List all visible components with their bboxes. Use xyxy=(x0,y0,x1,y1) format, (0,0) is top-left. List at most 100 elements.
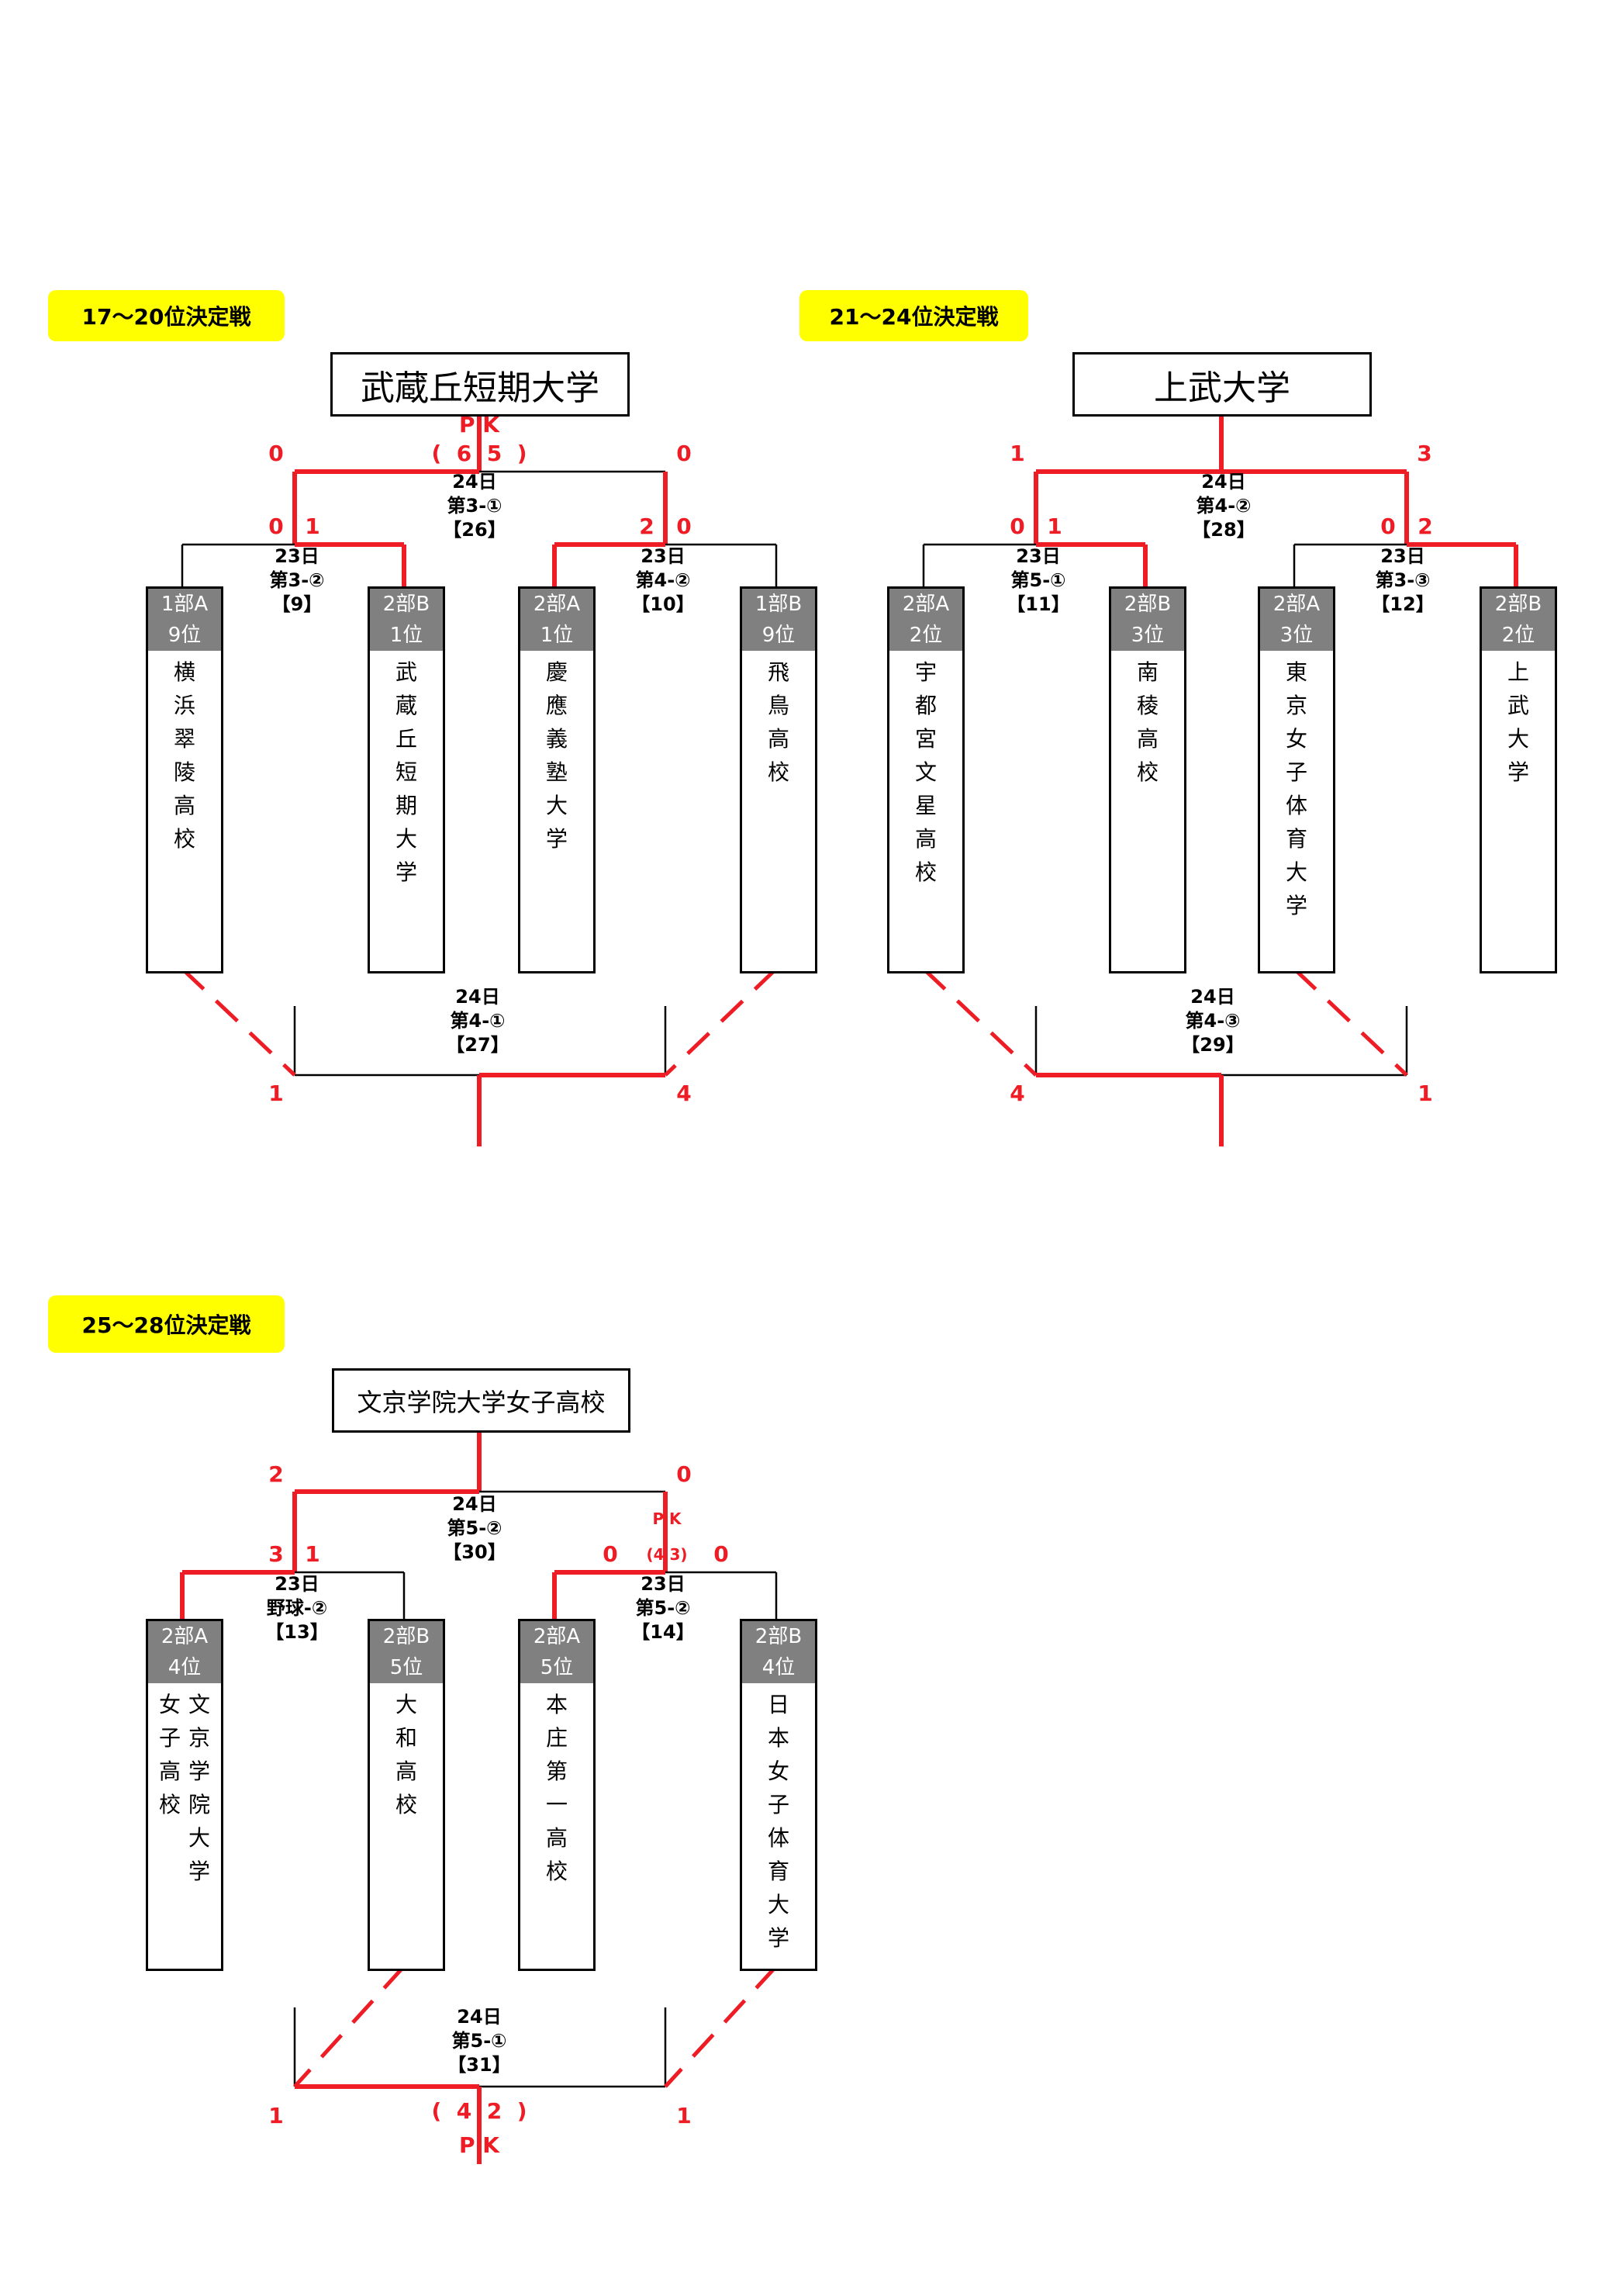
team-box: 2部A 5位 本庄第一高校 xyxy=(518,1619,596,1971)
team-name-line: 文京学院大学 xyxy=(188,1692,210,1884)
team-name: 武蔵丘短期大学 xyxy=(395,659,417,885)
team-name-line: 女子高校 xyxy=(158,1692,181,1817)
team-box: 2部B 4位 日本女子体育大学 xyxy=(740,1619,817,1971)
team-division: 2部B xyxy=(1111,589,1184,620)
score: 1 xyxy=(268,1081,284,1106)
team-name: 宇都宮文星高校 xyxy=(914,659,937,885)
score: 1 xyxy=(305,513,320,539)
team-box: 2部A 3位 東京女子体育大学 xyxy=(1258,586,1335,973)
team-rank: 4位 xyxy=(148,1652,221,1683)
match-info: 23日第4-②【10】 xyxy=(631,545,695,615)
team-box: 1部A 9位 横浜翠陵高校 xyxy=(146,586,223,973)
team-box: 2部B 3位 南稜高校 xyxy=(1109,586,1186,973)
score: 1 xyxy=(676,2103,692,2128)
team-name: 飛鳥高校 xyxy=(767,659,789,785)
winner-box: 武蔵丘短期大学 xyxy=(330,352,630,417)
match-info: 24日第3-①【26】 xyxy=(443,471,506,541)
match-info: 23日第5-②【14】 xyxy=(631,1573,695,1643)
team-division: 2部A xyxy=(520,589,593,620)
team-box: 2部A 4位 文京学院大学 女子高校 xyxy=(146,1619,223,1971)
bracket-title: 21～24位決定戦 xyxy=(799,290,1028,341)
pk-label: P K xyxy=(459,2132,499,2158)
loser-link-right xyxy=(1293,967,1408,1077)
team-name: 本庄第一高校 xyxy=(545,1692,568,1884)
score: 0 xyxy=(676,441,692,466)
team-division: 2部B xyxy=(742,1621,815,1652)
match-info: 24日第4-③【29】 xyxy=(1181,986,1245,1056)
team-division: 1部B xyxy=(742,589,815,620)
team-box: 2部B 5位 大和高校 xyxy=(368,1619,445,1971)
score: 1 xyxy=(1418,1081,1433,1106)
team-division: 2部B xyxy=(370,1621,443,1652)
team-rank: 2位 xyxy=(1482,620,1555,651)
team-name: 上武大学 xyxy=(1507,659,1529,785)
match-info: 23日第3-②【9】 xyxy=(269,545,325,615)
team-division: 2部B xyxy=(1482,589,1555,620)
team-division: 2部A xyxy=(520,1621,593,1652)
team-rank: 4位 xyxy=(742,1652,815,1683)
score: 1 xyxy=(268,2103,284,2128)
match-info: 23日第5-①【11】 xyxy=(1007,545,1070,615)
match-info: 23日野球-②【13】 xyxy=(265,1573,329,1643)
score: 2 xyxy=(268,1461,284,1487)
team-rank: 3位 xyxy=(1111,620,1184,651)
score: 0 xyxy=(676,513,692,539)
team-box: 2部B 1位 武蔵丘短期大学 xyxy=(368,586,445,973)
loser-link-left xyxy=(181,967,296,1077)
match-info: 24日第4-②【28】 xyxy=(1192,471,1255,541)
team-division: 1部A xyxy=(148,589,221,620)
score: 0 xyxy=(268,441,284,466)
score: 1 xyxy=(1047,513,1062,539)
team-rank: 3位 xyxy=(1260,620,1333,651)
pk-score: ( 6 5 ) xyxy=(431,441,527,466)
pk-label: P K xyxy=(652,1509,682,1528)
team-name: 東京女子体育大学 xyxy=(1285,659,1307,918)
team-box: 2部A 2位 宇都宮文星高校 xyxy=(887,586,965,973)
score: 4 xyxy=(1010,1081,1025,1106)
team-name: 日本女子体育大学 xyxy=(767,1692,789,1951)
score: 0 xyxy=(713,1541,729,1567)
team-name: 南稜高校 xyxy=(1136,659,1159,785)
loser-link-right xyxy=(664,967,778,1077)
team-box: 1部B 9位 飛鳥高校 xyxy=(740,586,817,973)
score: 2 xyxy=(639,513,654,539)
score: 0 xyxy=(676,1461,692,1487)
team-name: 慶應義塾大学 xyxy=(545,659,568,852)
score: 0 xyxy=(268,513,284,539)
team-rank: 5位 xyxy=(370,1652,443,1683)
loser-link-right xyxy=(664,1965,778,2088)
team-rank: 9位 xyxy=(148,620,221,651)
team-box: 2部A 1位 慶應義塾大学 xyxy=(518,586,596,973)
match-info: 24日第4-①【27】 xyxy=(446,986,509,1056)
pk-label: P K xyxy=(459,412,499,437)
winner-box: 文京学院大学女子高校 xyxy=(332,1368,630,1433)
team-name: 横浜翠陵高校 xyxy=(173,659,195,852)
team-rank: 9位 xyxy=(742,620,815,651)
score: 3 xyxy=(1417,441,1432,466)
score: 1 xyxy=(305,1541,320,1567)
team-rank: 5位 xyxy=(520,1652,593,1683)
score: 1 xyxy=(1010,441,1025,466)
team-rank: 1位 xyxy=(520,620,593,651)
pk-score: ( 4 2 ) xyxy=(431,2098,527,2124)
score: 3 xyxy=(268,1541,284,1567)
winner-box: 上武大学 xyxy=(1072,352,1372,417)
score: 2 xyxy=(1418,513,1433,539)
match-info: 24日第5-②【30】 xyxy=(443,1493,506,1563)
match-info: 23日第3-③【12】 xyxy=(1371,545,1435,615)
team-division: 2部A xyxy=(889,589,962,620)
loser-link-left xyxy=(293,1965,406,2088)
pk-score: (4 3) xyxy=(646,1545,688,1564)
bracket-title: 25～28位決定戦 xyxy=(48,1295,285,1353)
score: 0 xyxy=(1380,513,1396,539)
loser-link-left xyxy=(922,967,1038,1077)
team-rank: 2位 xyxy=(889,620,962,651)
team-division: 2部B xyxy=(370,589,443,620)
score: 0 xyxy=(1010,513,1025,539)
team-box: 2部B 2位 上武大学 xyxy=(1480,586,1557,973)
score: 4 xyxy=(676,1081,692,1106)
team-division: 2部A xyxy=(148,1621,221,1652)
match-info: 24日第5-①【31】 xyxy=(447,2006,511,2076)
team-name: 大和高校 xyxy=(395,1692,417,1817)
